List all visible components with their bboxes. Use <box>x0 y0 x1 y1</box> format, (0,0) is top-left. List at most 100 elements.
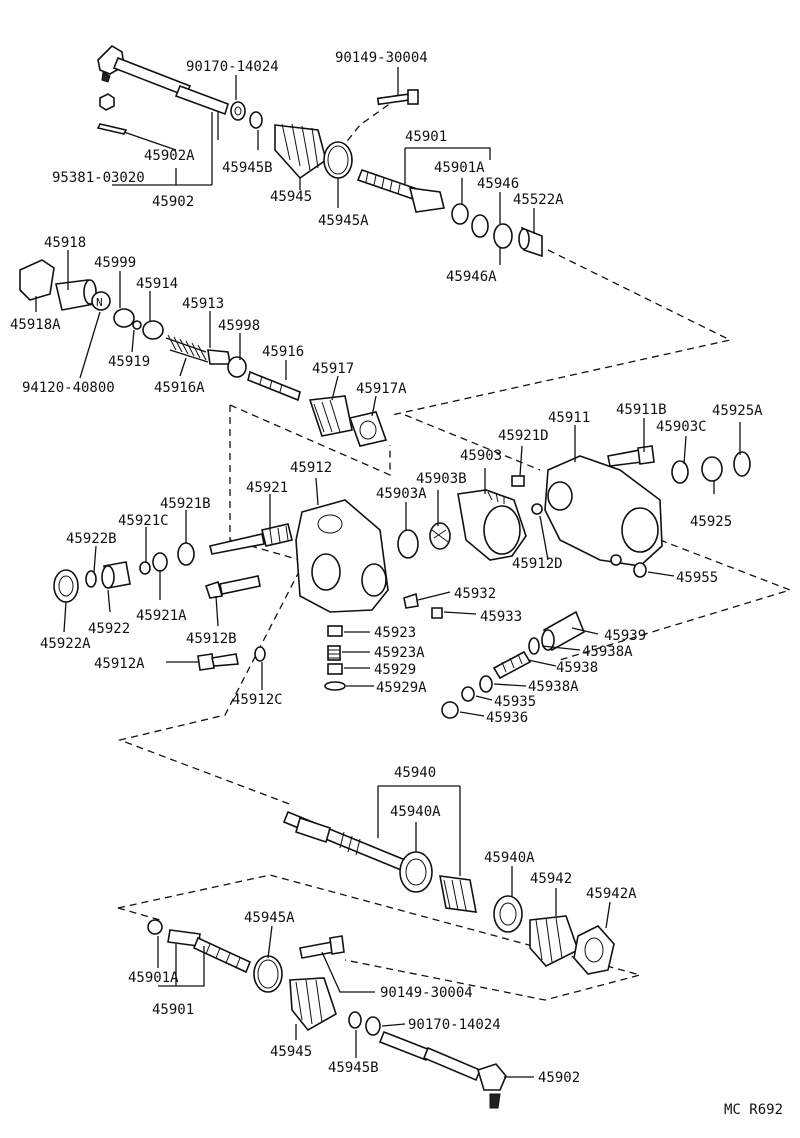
cap-29 <box>327 663 343 675</box>
label-45913: 45913 <box>182 296 224 312</box>
label-45901A-bottom: 45901A <box>128 970 179 986</box>
label-45998: 45998 <box>218 318 260 334</box>
rack-bushing <box>439 875 477 913</box>
label-45922: 45922 <box>88 621 130 637</box>
bearing-99 <box>113 308 135 328</box>
label-45921D: 45921D <box>498 428 549 444</box>
piston-rod-38 <box>492 650 532 680</box>
label-45940A-lower: 45940A <box>484 850 535 866</box>
adjusting-screw-23 <box>327 625 343 637</box>
bearing-40a <box>399 851 433 893</box>
label-45922A: 45922A <box>40 636 91 652</box>
label-45914: 45914 <box>136 276 178 292</box>
leader-lines <box>35 67 741 1078</box>
ring-19 <box>132 320 142 330</box>
label-45916A: 45916A <box>154 380 205 396</box>
label-45945-top: 45945 <box>270 189 312 205</box>
label-45917: 45917 <box>312 361 354 377</box>
claw-washer-b <box>147 919 163 935</box>
bolt-12a <box>197 653 239 671</box>
svg-text:N: N <box>96 296 103 309</box>
seal-21b <box>177 542 195 566</box>
right-housing-group <box>397 445 751 578</box>
sector-gear <box>457 489 527 561</box>
label-45921A: 45921A <box>136 608 187 624</box>
label-45938: 45938 <box>556 660 598 676</box>
lock-nut-42a <box>573 925 615 975</box>
label-45929A: 45929A <box>376 680 427 696</box>
label-45945B-bottom: 45945B <box>328 1060 379 1076</box>
o-ring-12c <box>254 646 266 662</box>
lock-ring <box>471 214 489 238</box>
lower-tie-rod-group <box>147 919 507 1109</box>
label-45912A: 45912A <box>94 656 145 672</box>
upper-tie-rod-group <box>96 44 543 258</box>
pinion-shaft <box>209 523 293 555</box>
label-45903: 45903 <box>460 448 502 464</box>
label-45921C: 45921C <box>118 513 169 529</box>
ring-46a <box>493 223 513 249</box>
label-45955: 45955 <box>676 570 718 586</box>
label-45938A-upper: 45938A <box>582 644 633 660</box>
label-45921B: 45921B <box>160 496 211 512</box>
clip-32 <box>403 592 419 609</box>
ring-03c <box>671 460 689 484</box>
label-45912D: 45912D <box>512 556 563 572</box>
ring-22b <box>85 570 97 588</box>
bolt <box>376 89 419 106</box>
seal-25 <box>701 456 723 482</box>
cotter-pin <box>96 123 128 135</box>
label-45922B: 45922B <box>66 531 117 547</box>
part-labels: 90170-14024 90149-30004 45902A 45945B 95… <box>10 50 783 1118</box>
castle-nut <box>99 93 115 111</box>
boot-clip-b <box>348 1011 362 1029</box>
lock-nut <box>230 101 246 121</box>
tie-rod-sleeve-b <box>378 1030 432 1062</box>
label-45945A-top: 45945A <box>318 213 369 229</box>
bolt-11b <box>607 445 655 467</box>
label-90170-14024-top: 90170-14024 <box>186 59 279 75</box>
seal-98 <box>227 356 247 378</box>
diagram-code: MC R692 <box>724 1102 783 1118</box>
valve-group: N <box>19 259 388 447</box>
label-45935: 45935 <box>494 694 536 710</box>
label-45901A-top: 45901A <box>434 160 485 176</box>
seal-55 <box>633 562 647 578</box>
label-45921: 45921 <box>246 480 288 496</box>
label-45918: 45918 <box>44 235 86 251</box>
ring-21c <box>139 561 151 575</box>
inner-tie-rod <box>356 168 445 213</box>
label-45940A-upper: 45940A <box>390 804 441 820</box>
dashed-assembly-lines <box>117 99 792 1001</box>
pin-12d <box>531 503 543 515</box>
cylinder-group <box>441 610 586 719</box>
nut-35 <box>461 686 475 702</box>
label-45902A: 45902A <box>144 148 195 164</box>
label-45939: 45939 <box>604 628 646 644</box>
label-45912: 45912 <box>290 460 332 476</box>
label-45936: 45936 <box>486 710 528 726</box>
label-45946A: 45946A <box>446 269 497 285</box>
tie-rod-end-b <box>477 1063 507 1091</box>
label-45929: 45929 <box>374 662 416 678</box>
ring-25a <box>733 451 751 477</box>
seal-38a <box>528 637 540 655</box>
label-45902-bottom: 45902 <box>538 1070 580 1086</box>
label-45945A-bottom: 45945A <box>244 910 295 926</box>
valve-body <box>207 349 231 365</box>
label-90149-30004-top: 90149-30004 <box>335 50 428 66</box>
spring <box>165 334 209 363</box>
bolt-12b <box>204 575 261 599</box>
label-45901-top: 45901 <box>405 129 447 145</box>
label-45923A: 45923A <box>374 645 425 661</box>
bearing-14 <box>142 320 164 340</box>
rack-boot-42 <box>529 915 579 967</box>
washer-36 <box>441 701 459 719</box>
label-90170-14024-bottom: 90170-14024 <box>408 1017 501 1033</box>
label-45901-bottom: 45901 <box>152 1002 194 1018</box>
label-45945-bottom: 45945 <box>270 1044 312 1060</box>
label-45522A: 45522A <box>513 192 564 208</box>
nut-29a <box>324 681 346 691</box>
label-45942A: 45942A <box>586 886 637 902</box>
